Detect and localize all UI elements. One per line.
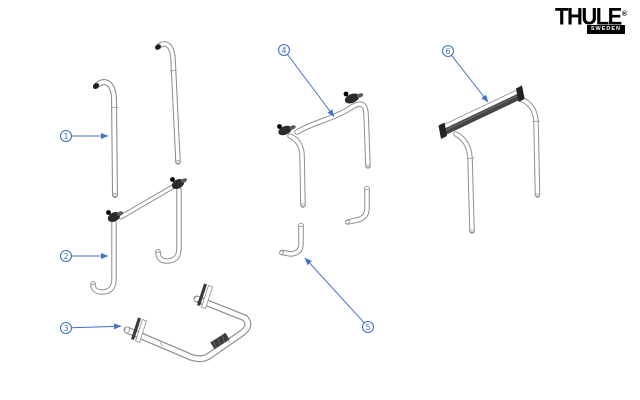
callout-2: 2 [59,249,109,263]
callout-6: 6 [441,44,489,103]
rail-bar [438,85,525,139]
clamp-fitting-left [277,124,296,136]
elbow-tube-upper [344,186,371,225]
rail-end-cap-right [516,85,525,102]
clamp-fitting-right [343,91,364,104]
grip-sleeve [210,332,230,350]
bracket-tab-left [131,317,147,344]
logo-wordmark: THULE [555,2,622,30]
callout-5: 5 [304,257,375,334]
callout-3-number: 3 [63,324,68,333]
callout-3: 3 [59,321,122,335]
clamp-fitting-left [106,210,123,222]
callout-4-number: 4 [281,46,286,55]
thule-logo: THULE ® SWEDEN [555,2,627,34]
logo-tagline: SWEDEN [586,25,625,34]
callout-4: 4 [277,43,335,117]
part-5-elbow-tubes [278,186,371,257]
part-4-top-frame [277,91,371,208]
callout-6-number: 6 [445,47,450,56]
rail-end-cap-left [438,122,447,139]
callout-5-number: 5 [365,323,370,332]
part-1-upright-tube [92,79,119,198]
elbow-tube-lower [278,223,305,257]
companion-upright-tube [155,41,181,165]
bracket-tab-right [197,283,213,310]
callout-1-number: 1 [63,132,68,141]
part-2-hook-frame [90,177,187,295]
clamp-fitting-right [170,177,187,189]
registered-trademark-icon: ® [621,11,627,18]
part-3-base-bar [123,283,252,363]
callout-1: 1 [59,129,109,143]
tube-end-fitting [155,44,161,50]
callout-2-number: 2 [63,252,68,261]
tube-end-fitting [92,83,100,89]
part-6-rail-frame [438,85,541,234]
